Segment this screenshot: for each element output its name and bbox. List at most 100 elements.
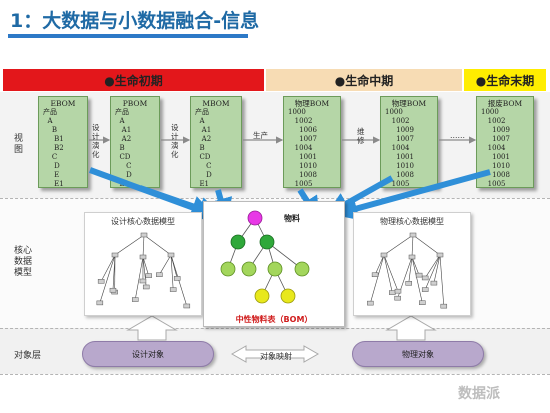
bom-line: 1008 — [385, 171, 414, 179]
bom-line: 1010 — [288, 162, 317, 170]
bom-line: D — [115, 171, 132, 179]
bom-line: 产品 — [195, 108, 209, 116]
bom-line: 产品 — [115, 108, 129, 116]
bom-line: A1 — [115, 126, 132, 134]
design-model-network — [96, 232, 191, 309]
material-node-level3-a — [254, 288, 270, 304]
bom-line: 1007 — [385, 135, 414, 143]
pbom-card: PBOM 产品 A A1 A2 B CD C D E1 E2 — [110, 96, 160, 188]
neutral-bom-tree — [220, 210, 310, 304]
phase-end-life: ●生命末期 — [464, 69, 546, 91]
up-arrow-physical — [385, 315, 437, 341]
network-node — [389, 290, 396, 295]
network-node — [139, 278, 147, 284]
network-node — [111, 252, 119, 258]
material-node-level2-b — [241, 261, 257, 277]
bom-line: A — [195, 117, 205, 125]
physical-bom-card-1-title: 物理BOM — [294, 99, 330, 108]
material-node-level2-d — [294, 261, 310, 277]
network-node — [394, 295, 401, 301]
network-node — [405, 281, 412, 286]
network-node — [109, 287, 117, 293]
bom-line: B2 — [43, 144, 64, 152]
physical-bom-card-1: 物理BOM 1000 1002 1006 1007 1004 1001 1010… — [283, 96, 341, 188]
network-node — [139, 254, 147, 260]
bom-line: C — [43, 153, 58, 161]
mbom-card: MBOM 产品 A A1 A2 B CD C D E1 E2 — [190, 96, 242, 188]
bom-line: 1008 — [481, 171, 510, 179]
object-mapping-label: 对象映射 — [260, 352, 292, 361]
bom-line: 1001 — [288, 153, 317, 161]
bom-line: E1 — [195, 180, 210, 188]
bom-line: 1009 — [481, 126, 510, 134]
row-label-object-layer: 对象层 — [14, 351, 42, 361]
pbom-card-title: PBOM — [122, 99, 148, 108]
bom-line: A — [43, 117, 53, 125]
object-mapping-arrow — [230, 345, 320, 363]
bom-line: 1002 — [481, 117, 506, 125]
design-object-pill: 设计对象 — [82, 341, 214, 367]
transition-label-design-evolution-1: 设 计 演 化 — [92, 123, 100, 159]
bom-line: 1000 — [385, 108, 403, 116]
bom-line: 产品 — [43, 108, 57, 116]
up-arrow-design — [126, 315, 178, 341]
bom-line: 1008 — [288, 171, 317, 179]
bom-line: 1005 — [288, 180, 313, 188]
physical-core-model-panel: 物理核心数据模型 — [353, 212, 471, 316]
network-node — [367, 300, 374, 306]
bom-line: 1000 — [481, 108, 499, 116]
bom-line: A1 — [195, 126, 212, 134]
network-node — [169, 287, 177, 292]
neutral-bom-box: 物料 中性物料表（BOM） — [203, 201, 345, 327]
bom-line: 1002 — [385, 117, 410, 125]
network-node — [371, 272, 379, 278]
network-node — [380, 252, 388, 258]
network-node — [145, 273, 152, 278]
bom-line: 1006 — [288, 126, 317, 134]
material-node-level2-a — [220, 261, 236, 277]
bom-line: E1 — [43, 180, 64, 188]
network-node — [142, 284, 150, 290]
network-node — [430, 280, 438, 286]
bom-line: 1004 — [288, 144, 313, 152]
ebom-card-title: EBOM — [50, 99, 76, 108]
bom-line: C — [115, 162, 132, 170]
data-flow-arrow-scrap — [333, 169, 491, 221]
network-node — [421, 275, 429, 281]
phase-early-life: ●生命初期 — [3, 69, 264, 91]
mbom-card-title: MBOM — [202, 99, 230, 108]
ebom-card: EBOM 产品 A B B1 B2 C D E E1 E2 — [38, 96, 88, 188]
bom-line: A2 — [195, 135, 212, 143]
bom-line: 1001 — [481, 153, 510, 161]
row-label-core-model: 核心 数据 模型 — [14, 246, 33, 278]
bom-line: 1004 — [385, 144, 410, 152]
bom-line: 1001 — [385, 153, 414, 161]
bom-line: 1005 — [385, 180, 410, 188]
band-divider-1 — [0, 198, 550, 199]
material-label: 物料 — [284, 213, 300, 223]
bom-line: 1007 — [481, 135, 510, 143]
slide-title: 1：大数据与小数据融合-信息 — [10, 10, 260, 32]
transition-label-production: 生产 — [253, 131, 268, 140]
bom-line: D — [43, 162, 60, 170]
network-node — [167, 252, 175, 258]
bom-line: C — [195, 162, 212, 170]
root-material-node — [247, 210, 263, 226]
network-node — [419, 300, 426, 305]
bom-line: 1010 — [385, 162, 414, 170]
scrap-bom-card-title: 报废BOM — [487, 99, 523, 108]
phase-mid-life: ●生命中期 — [266, 69, 462, 91]
network-node — [408, 254, 416, 260]
bom-line: 1000 — [288, 108, 306, 116]
bom-line: 1004 — [481, 144, 506, 152]
bom-line: 1010 — [481, 162, 510, 170]
row-label-view: 视 图 — [14, 134, 24, 155]
transition-label-maintenance: 维 修 — [357, 127, 365, 145]
bom-line: A2 — [115, 135, 132, 143]
bom-line: 1005 — [481, 180, 506, 188]
bom-line: D — [195, 171, 212, 179]
material-node-level2-c — [267, 261, 283, 277]
bom-line: E — [43, 171, 60, 179]
material-node-level1-b — [259, 234, 275, 250]
